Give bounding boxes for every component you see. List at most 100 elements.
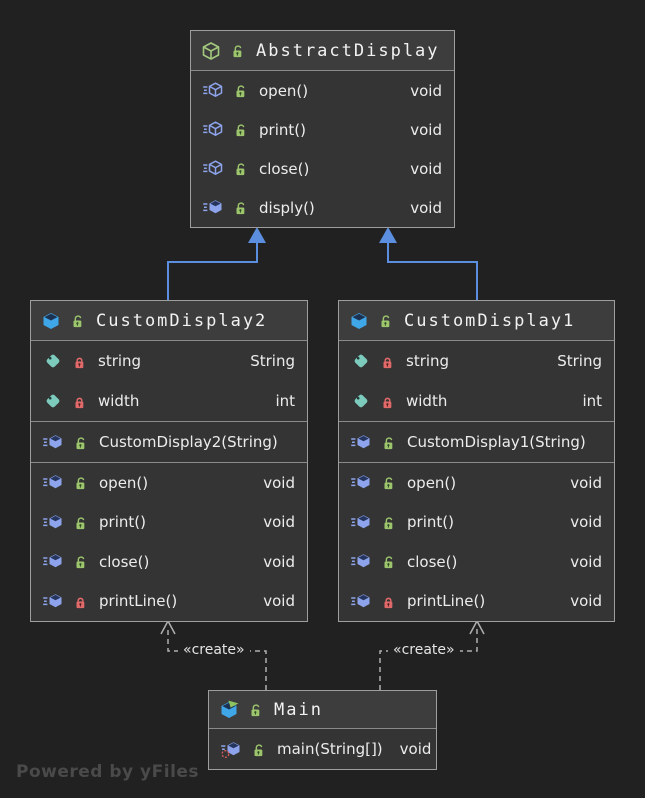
method-type: void <box>570 473 602 492</box>
method-type: void <box>263 552 295 571</box>
method-row: print() void <box>31 503 307 543</box>
method-type: void <box>570 513 602 532</box>
abstract-method-cube-icon <box>203 158 224 179</box>
lock-closed-icon <box>72 394 87 409</box>
methods-compartment: main(String[]) void <box>209 729 436 769</box>
lock-open-icon <box>251 742 266 757</box>
class-header: CustomDisplay1 <box>339 301 614 341</box>
method-label: open() <box>99 473 149 492</box>
abstract-method-cube-icon <box>203 119 224 140</box>
inheritance-edge-customdisplay1[interactable] <box>379 227 478 300</box>
field-row: width int <box>339 381 614 421</box>
method-type: void <box>399 740 432 758</box>
field-type: int <box>582 392 602 410</box>
methods-compartment: open() void print() void close() void di… <box>191 71 454 227</box>
method-cube-icon <box>203 197 224 218</box>
lock-open-icon <box>230 43 245 58</box>
field-type: int <box>275 392 295 410</box>
field-row: string String <box>31 341 307 381</box>
lock-closed-icon <box>72 354 87 369</box>
create-edge-label: «create» <box>178 641 250 659</box>
field-row: string String <box>339 341 614 381</box>
method-cube-icon <box>351 591 372 612</box>
lock-open-icon <box>233 83 248 98</box>
constructor-label: CustomDisplay1(String) <box>407 433 586 451</box>
yfiles-watermark[interactable]: Powered by yFiles <box>16 762 200 782</box>
inheritance-arrowhead-icon <box>248 227 266 243</box>
method-cube-icon <box>351 472 372 493</box>
method-label: main(String[]) <box>277 740 383 758</box>
field-tag-icon <box>351 391 371 411</box>
method-row: close() void <box>191 149 454 188</box>
lock-open-icon <box>381 435 396 450</box>
method-label: open() <box>407 473 457 492</box>
lock-open-icon <box>381 554 396 569</box>
class-name: Main <box>274 699 323 720</box>
method-type: void <box>263 473 295 492</box>
method-row: close() void <box>339 542 614 582</box>
method-row: print() void <box>191 110 454 149</box>
method-cube-icon <box>43 591 64 612</box>
lock-open-icon <box>233 200 248 215</box>
field-row: width int <box>31 381 307 421</box>
field-tag-icon <box>351 351 371 371</box>
method-row: open() void <box>339 463 614 503</box>
class-header: Main <box>209 691 436 729</box>
field-label: width <box>98 392 140 410</box>
method-label: print() <box>407 513 454 532</box>
lock-closed-icon <box>381 594 396 609</box>
class-node-main[interactable]: Main main(String[]) void <box>208 690 437 770</box>
lock-open-icon <box>381 515 396 530</box>
constructor-compartment: CustomDisplay1(String) <box>339 421 614 462</box>
lock-closed-icon <box>380 354 395 369</box>
method-cube-icon <box>43 432 64 453</box>
lock-open-icon <box>233 122 248 137</box>
abstract-class-cube-icon <box>201 41 221 61</box>
methods-compartment: open() void print() void close() void pr… <box>31 462 307 621</box>
method-type: void <box>410 120 442 139</box>
class-name: CustomDisplay2 <box>96 310 268 331</box>
lock-open-icon <box>233 161 248 176</box>
method-type: void <box>410 81 442 100</box>
field-label: string <box>406 352 450 370</box>
method-label: print() <box>99 513 146 532</box>
inheritance-edge-customdisplay2[interactable] <box>167 227 266 300</box>
class-node-customdisplay1[interactable]: CustomDisplay1 string String width int C… <box>338 300 615 622</box>
static-method-cube-icon <box>221 739 242 760</box>
constructor-label: CustomDisplay2(String) <box>99 433 278 451</box>
method-label: printLine() <box>99 592 178 611</box>
class-node-customdisplay2[interactable]: CustomDisplay2 string String width int C… <box>30 300 308 622</box>
method-type: void <box>410 198 442 217</box>
field-label: width <box>406 392 448 410</box>
create-edge-label: «create» <box>388 641 460 659</box>
lock-open-icon <box>73 515 88 530</box>
method-label: close() <box>407 552 458 571</box>
method-row: disply() void <box>191 188 454 227</box>
method-row: main(String[]) void <box>209 729 436 769</box>
method-label: disply() <box>259 198 315 217</box>
class-cube-icon <box>349 311 369 331</box>
method-label: close() <box>99 552 150 571</box>
field-type: String <box>557 352 602 370</box>
lock-open-icon <box>73 554 88 569</box>
method-cube-icon <box>43 551 64 572</box>
method-row: close() void <box>31 542 307 582</box>
method-label: close() <box>259 159 310 178</box>
field-tag-icon <box>43 351 63 371</box>
field-tag-icon <box>43 391 63 411</box>
lock-open-icon <box>381 475 396 490</box>
method-type: void <box>410 159 442 178</box>
method-row: open() void <box>31 463 307 503</box>
lock-open-icon <box>73 435 88 450</box>
constructor-row: CustomDisplay1(String) <box>339 422 614 462</box>
class-node-abstractdisplay[interactable]: AbstractDisplay open() void print() void… <box>190 30 455 228</box>
field-label: string <box>98 352 142 370</box>
method-row: print() void <box>339 503 614 543</box>
class-name: CustomDisplay1 <box>404 310 576 331</box>
lock-open-icon <box>248 702 263 717</box>
field-type: String <box>250 352 295 370</box>
method-cube-icon <box>43 512 64 533</box>
lock-open-icon <box>70 313 85 328</box>
class-header: AbstractDisplay <box>191 31 454 71</box>
